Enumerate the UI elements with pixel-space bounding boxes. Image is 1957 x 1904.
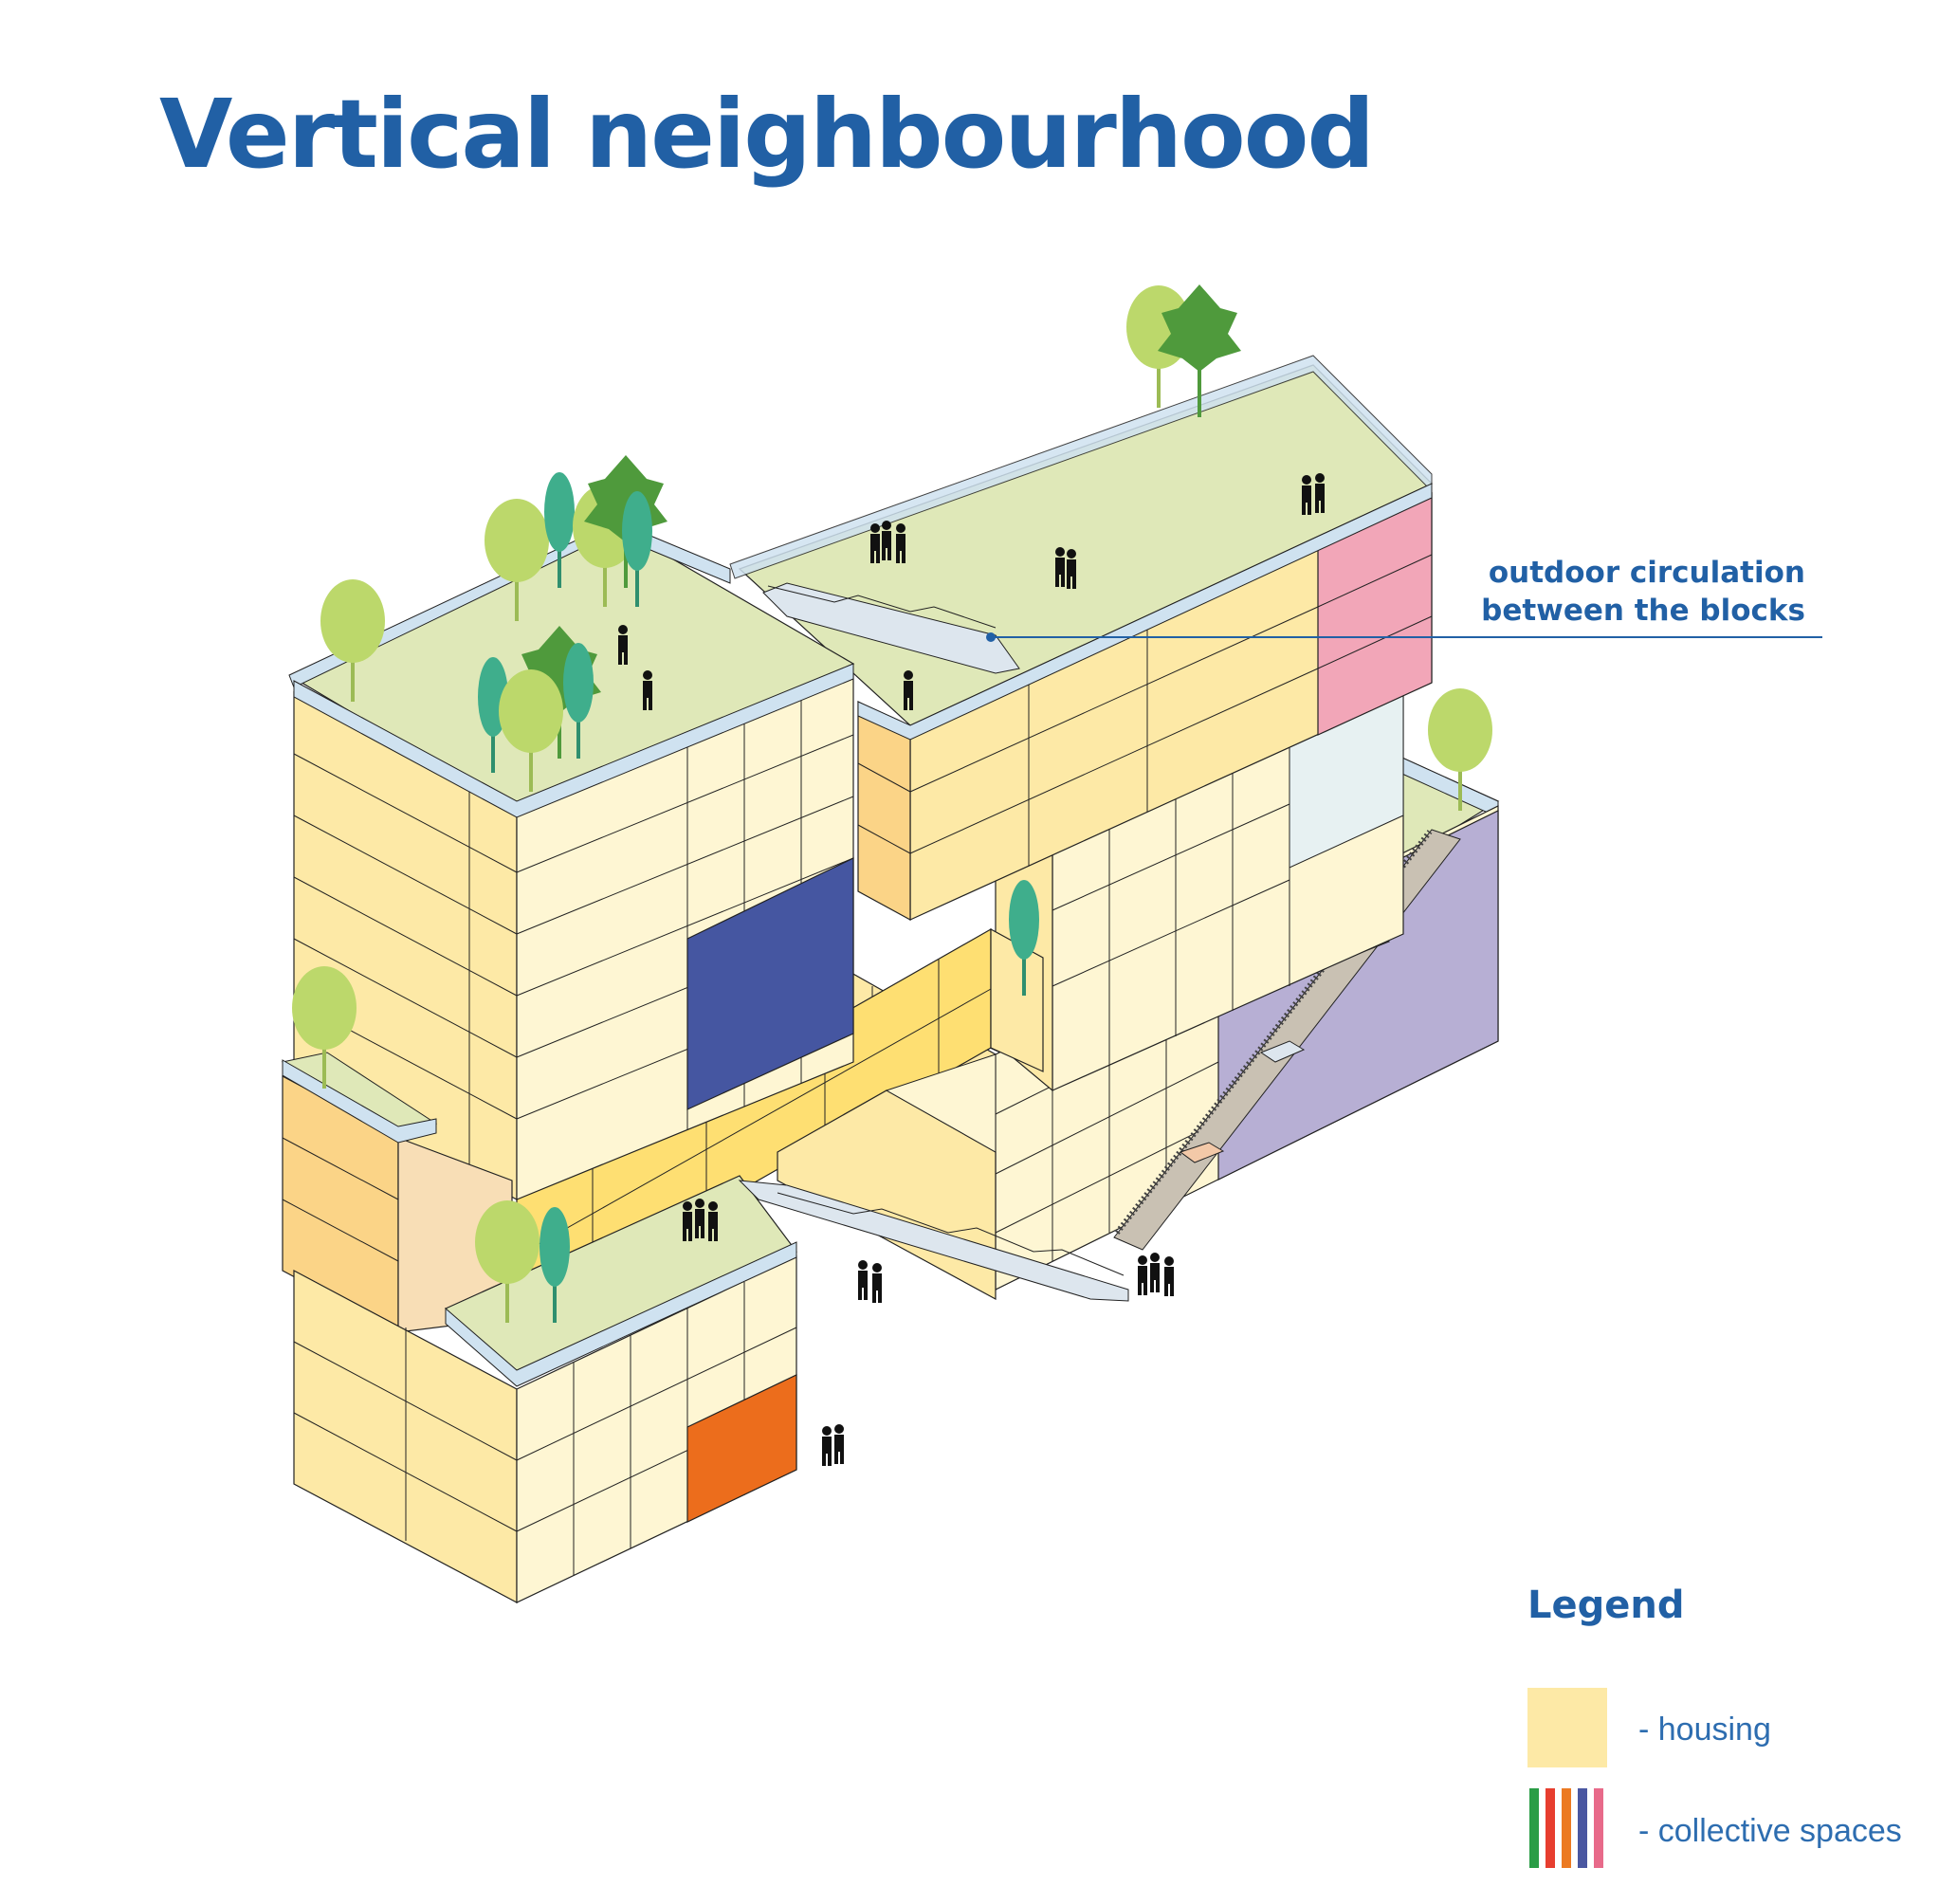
legend-housing-label: - housing bbox=[1638, 1712, 1771, 1748]
legend-title: Legend bbox=[1527, 1584, 1685, 1627]
callout-leader-line bbox=[986, 632, 1822, 642]
page-title: Vertical neighbourhood bbox=[159, 79, 1375, 190]
legend-collective-swatch bbox=[1529, 1788, 1603, 1868]
legend-housing-swatch bbox=[1527, 1688, 1607, 1767]
callout-label-line2: between the blocks bbox=[1481, 594, 1805, 628]
roof-walkway-bridge bbox=[762, 582, 1020, 674]
collective-space-blue bbox=[686, 857, 854, 1110]
collective-space-orange bbox=[686, 1374, 797, 1523]
block-front-bottom bbox=[293, 1175, 1129, 1603]
block-middle-connector bbox=[516, 927, 1044, 1320]
legend-collective-label: - collective spaces bbox=[1638, 1813, 1902, 1849]
collective-space-purple bbox=[1217, 810, 1499, 1181]
lower-walkway-bridge bbox=[738, 1180, 1129, 1302]
block-left-wing bbox=[281, 1052, 513, 1333]
callout-label-line1: outdoor circulation bbox=[1488, 556, 1805, 590]
